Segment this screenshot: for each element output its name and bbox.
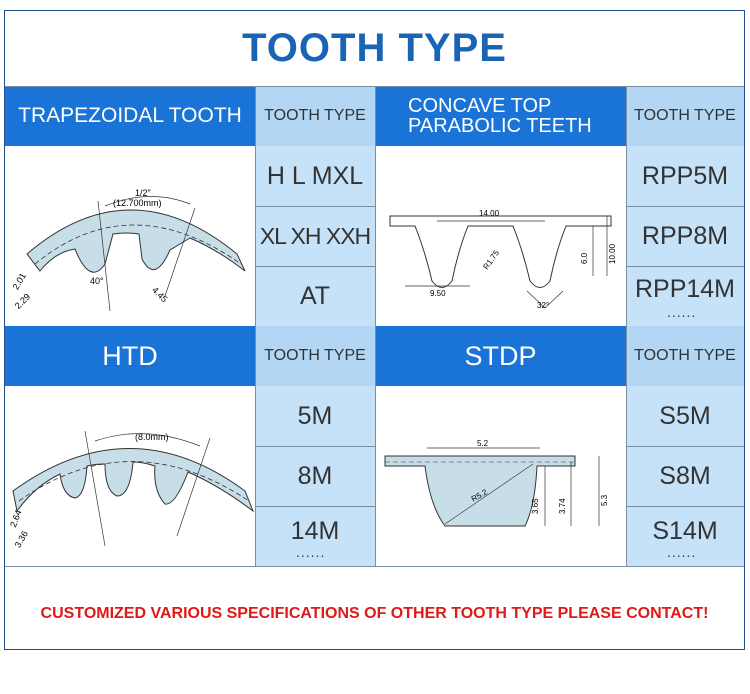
stdp-label-d1: 3.65 (531, 498, 540, 514)
tooth-type-5m: 5M (255, 386, 375, 446)
col-header-tooth-type-3: TOOTH TYPE (255, 326, 375, 386)
tooth-type-rpp5m: RPP5M (626, 146, 744, 206)
trap-label-width: 4.45 (150, 285, 169, 304)
htd-label-pitch: (8.0mm) (135, 432, 169, 442)
tooth-type-xl-xh-xxh: XL XH XXH (255, 206, 375, 266)
trap-label-h1: 2.01 (11, 271, 28, 291)
more-marker-concave: ...... (667, 304, 697, 320)
concave-label-bottom: 9.50 (430, 289, 446, 298)
header-trapezoidal-tooth: TRAPEZOIDAL TOOTH (5, 86, 255, 146)
tooth-type-h-l-mxl: H L MXL (255, 146, 375, 206)
stdp-label-d3: 5.3 (600, 494, 609, 506)
page-title: TOOTH TYPE (242, 26, 507, 70)
header-concave-line2: PARABOLIC TEETH (408, 115, 592, 137)
stdp-label-d2: 3.74 (558, 498, 567, 514)
trap-label-pitch1: 1/2" (135, 188, 151, 198)
concave-label-angle: 32° (537, 301, 549, 310)
stdp-diagram: 5.2 R5.2 3.65 3.74 5.3 (375, 386, 626, 566)
tooth-type-panel: TOOTH TYPE TRAPEZOIDAL TOOTH TOOTH TYPE … (4, 10, 745, 650)
concave-label-radius: R1.75 (481, 248, 501, 271)
concave-label-top: 14.00 (479, 209, 500, 218)
col-header-tooth-type-2: TOOTH TYPE (626, 86, 744, 146)
grid-line (255, 86, 256, 566)
header-stdp: STDP (375, 326, 626, 386)
footer-contact-note: CUSTOMIZED VARIOUS SPECIFICATIONS OF OTH… (40, 604, 709, 622)
concave-parabolic-diagram: 14.00 9.50 R1.75 6.0 10.00 32° (375, 146, 626, 326)
grid-line (626, 86, 627, 566)
concave-label-h2: 10.00 (608, 243, 617, 264)
header-concave-top-parabolic-teeth: CONCAVE TOP PARABOLIC TEETH (375, 86, 626, 146)
tooth-type-14m: 14M (255, 506, 375, 566)
tooth-type-rpp14m: RPP14M (626, 266, 744, 326)
header-concave-line1: CONCAVE TOP (408, 95, 552, 117)
tooth-type-s14m: S14M (626, 506, 744, 566)
trapezoidal-tooth-diagram: 1/2" (12.700mm) 40° 4.45 2.01 2.29 (5, 146, 255, 326)
tooth-type-at: AT (255, 266, 375, 326)
tooth-type-8m: 8M (255, 446, 375, 506)
htd-label-h1: 2.64 (8, 509, 23, 529)
grid-line (5, 86, 744, 87)
trap-label-pitch2: (12.700mm) (113, 198, 162, 208)
tooth-type-s8m: S8M (626, 446, 744, 506)
stdp-label-top: 5.2 (477, 439, 489, 448)
grid-line (375, 86, 376, 566)
more-marker-htd: ...... (296, 544, 326, 560)
grid-line (5, 566, 744, 567)
col-header-tooth-type-1: TOOTH TYPE (255, 86, 375, 146)
trap-label-angle: 40° (90, 276, 104, 286)
htd-diagram: (8.0mm) 2.64 3.36 (5, 386, 255, 566)
trap-label-h2: 2.29 (13, 291, 32, 310)
more-marker-stdp: ...... (667, 544, 697, 560)
tooth-type-rpp8m: RPP8M (626, 206, 744, 266)
htd-label-h2: 3.36 (13, 529, 30, 549)
tooth-type-s5m: S5M (626, 386, 744, 446)
header-htd: HTD (5, 326, 255, 386)
col-header-tooth-type-4: TOOTH TYPE (626, 326, 744, 386)
concave-label-h1: 6.0 (580, 252, 589, 264)
